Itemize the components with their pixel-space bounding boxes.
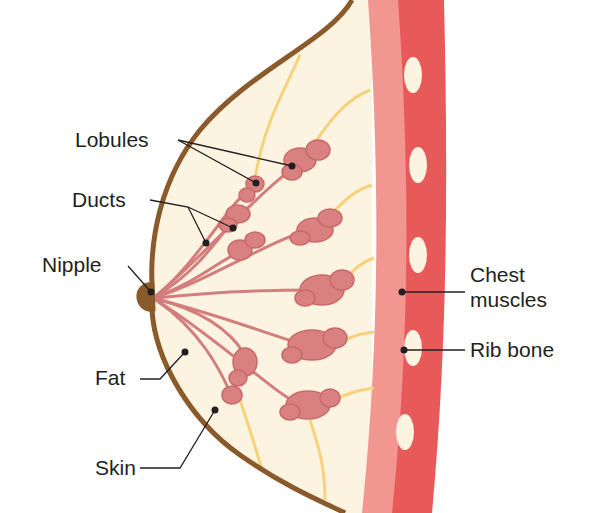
- leader-dots: [148, 163, 408, 414]
- lobule: [229, 348, 257, 386]
- ducts: [156, 165, 315, 405]
- ligament: [335, 388, 374, 400]
- leader-dot: [148, 289, 155, 296]
- leader-line: [404, 349, 465, 350]
- part-label: Skin: [95, 455, 140, 480]
- lobule: [282, 328, 347, 363]
- part-label: Rib bone: [470, 337, 590, 362]
- lobule: [228, 232, 265, 260]
- duct: [156, 215, 238, 296]
- duct: [156, 290, 315, 298]
- leader-dot: [401, 347, 408, 354]
- leader-dot: [182, 349, 189, 356]
- leader-line: [402, 291, 465, 292]
- duct: [156, 230, 310, 297]
- leader-line: [140, 352, 185, 379]
- leader-line: [128, 266, 151, 292]
- lobule: [280, 389, 340, 420]
- leader-line: [140, 410, 215, 468]
- leader-line: [150, 200, 206, 243]
- lobules: [219, 140, 354, 420]
- part-label: Fat: [95, 365, 140, 390]
- lobule: [282, 140, 330, 180]
- leader-dot: [212, 407, 219, 414]
- ligament: [345, 332, 375, 340]
- skin-outline: [152, 0, 352, 513]
- leader-dot: [399, 289, 406, 296]
- duct: [156, 185, 255, 296]
- ligaments: [240, 55, 375, 500]
- leader-lines: [128, 140, 465, 468]
- leader-line: [178, 140, 256, 183]
- duct: [156, 165, 298, 296]
- duct: [156, 299, 305, 345]
- leader-dot: [203, 240, 210, 247]
- lobule: [222, 386, 242, 404]
- leader-dot: [289, 163, 296, 170]
- rib-bone: [396, 414, 414, 450]
- part-label: Ducts: [72, 187, 147, 212]
- fat-tissue: [152, 0, 372, 513]
- nipple: [138, 284, 154, 311]
- duct: [156, 252, 240, 297]
- leader-line: [188, 207, 233, 228]
- rib-bone: [409, 147, 427, 183]
- leader-dot: [230, 225, 237, 232]
- rib-bone: [409, 237, 427, 273]
- leader-line: [178, 140, 292, 166]
- ligament: [310, 420, 325, 500]
- lobule: [219, 205, 250, 232]
- rib-bone: [404, 57, 422, 93]
- part-label: Lobules: [75, 127, 185, 152]
- lobule: [295, 270, 354, 306]
- chest-muscle: [392, 0, 446, 513]
- leader-dot: [253, 180, 260, 187]
- lobule: [290, 209, 342, 245]
- part-label: Nipple: [42, 252, 127, 277]
- part-label: Chest muscles: [470, 262, 585, 312]
- rib-bones: [396, 57, 427, 450]
